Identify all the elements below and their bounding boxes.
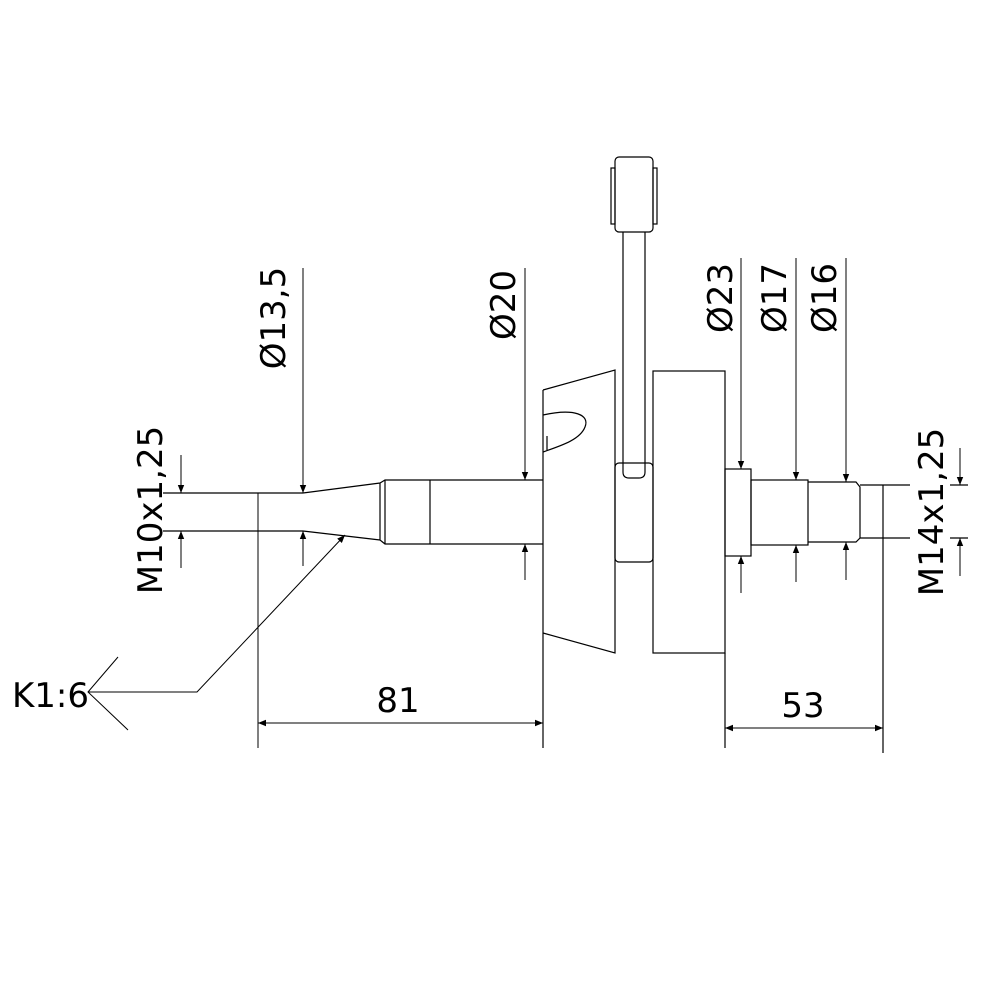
- dia-collar-label: Ø23: [701, 263, 741, 333]
- length-left-label: 81: [376, 681, 419, 721]
- dia-bearing-label: Ø17: [755, 263, 795, 333]
- dia-step-label: Ø16: [805, 263, 845, 333]
- connecting-rod: [610, 156, 658, 563]
- length-right-label: 53: [781, 686, 824, 726]
- dia-taper-label: Ø13,5: [254, 267, 294, 369]
- thread-left-label: M10x1,25: [131, 426, 171, 594]
- left-crank-cheek: [542, 369, 616, 748]
- dia-main-left-label: Ø20: [484, 270, 524, 340]
- thread-right-label: M14x1,25: [912, 428, 952, 596]
- right-crank-cheek: [652, 370, 726, 748]
- taper-label: K1:6: [12, 676, 89, 716]
- dimension-lines: [87, 258, 964, 748]
- left-shaft: [163, 479, 543, 545]
